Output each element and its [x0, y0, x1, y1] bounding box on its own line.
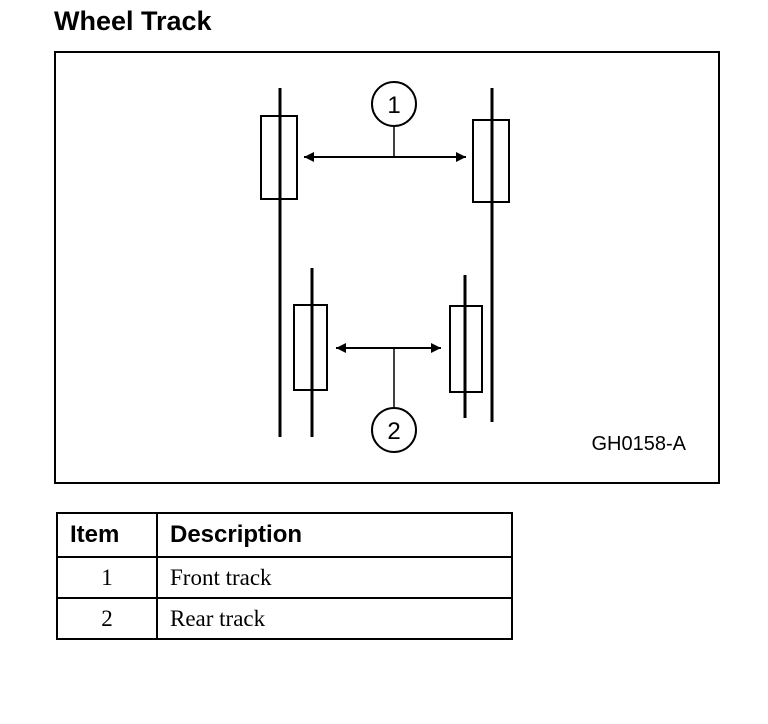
table-header-description: Description — [156, 512, 513, 558]
rear-left-wheel — [293, 304, 328, 391]
front-right-wheel — [472, 119, 510, 203]
figure-frame — [54, 51, 720, 484]
table-header-item: Item — [56, 512, 158, 558]
table-row: 1 Front track — [56, 556, 513, 599]
legend-table: Item Description 1 Front track 2 Rear tr… — [56, 512, 513, 640]
table-cell-item: 1 — [56, 556, 158, 599]
front-left-wheel — [260, 115, 298, 200]
callout-2-circle — [371, 407, 417, 453]
callout-1-number: 1 — [387, 92, 400, 119]
table-header-row: Item Description — [56, 512, 513, 558]
table-row: 2 Rear track — [56, 597, 513, 640]
figure-code: GH0158-A — [592, 433, 687, 455]
callout-1-circle — [371, 81, 417, 127]
table-cell-item: 2 — [56, 597, 158, 640]
table-cell-description: Rear track — [156, 597, 513, 640]
table-cell-description: Front track — [156, 556, 513, 599]
callout-2-number: 2 — [387, 418, 400, 445]
rear-right-wheel — [449, 305, 483, 393]
page-title: Wheel Track — [54, 6, 212, 36]
